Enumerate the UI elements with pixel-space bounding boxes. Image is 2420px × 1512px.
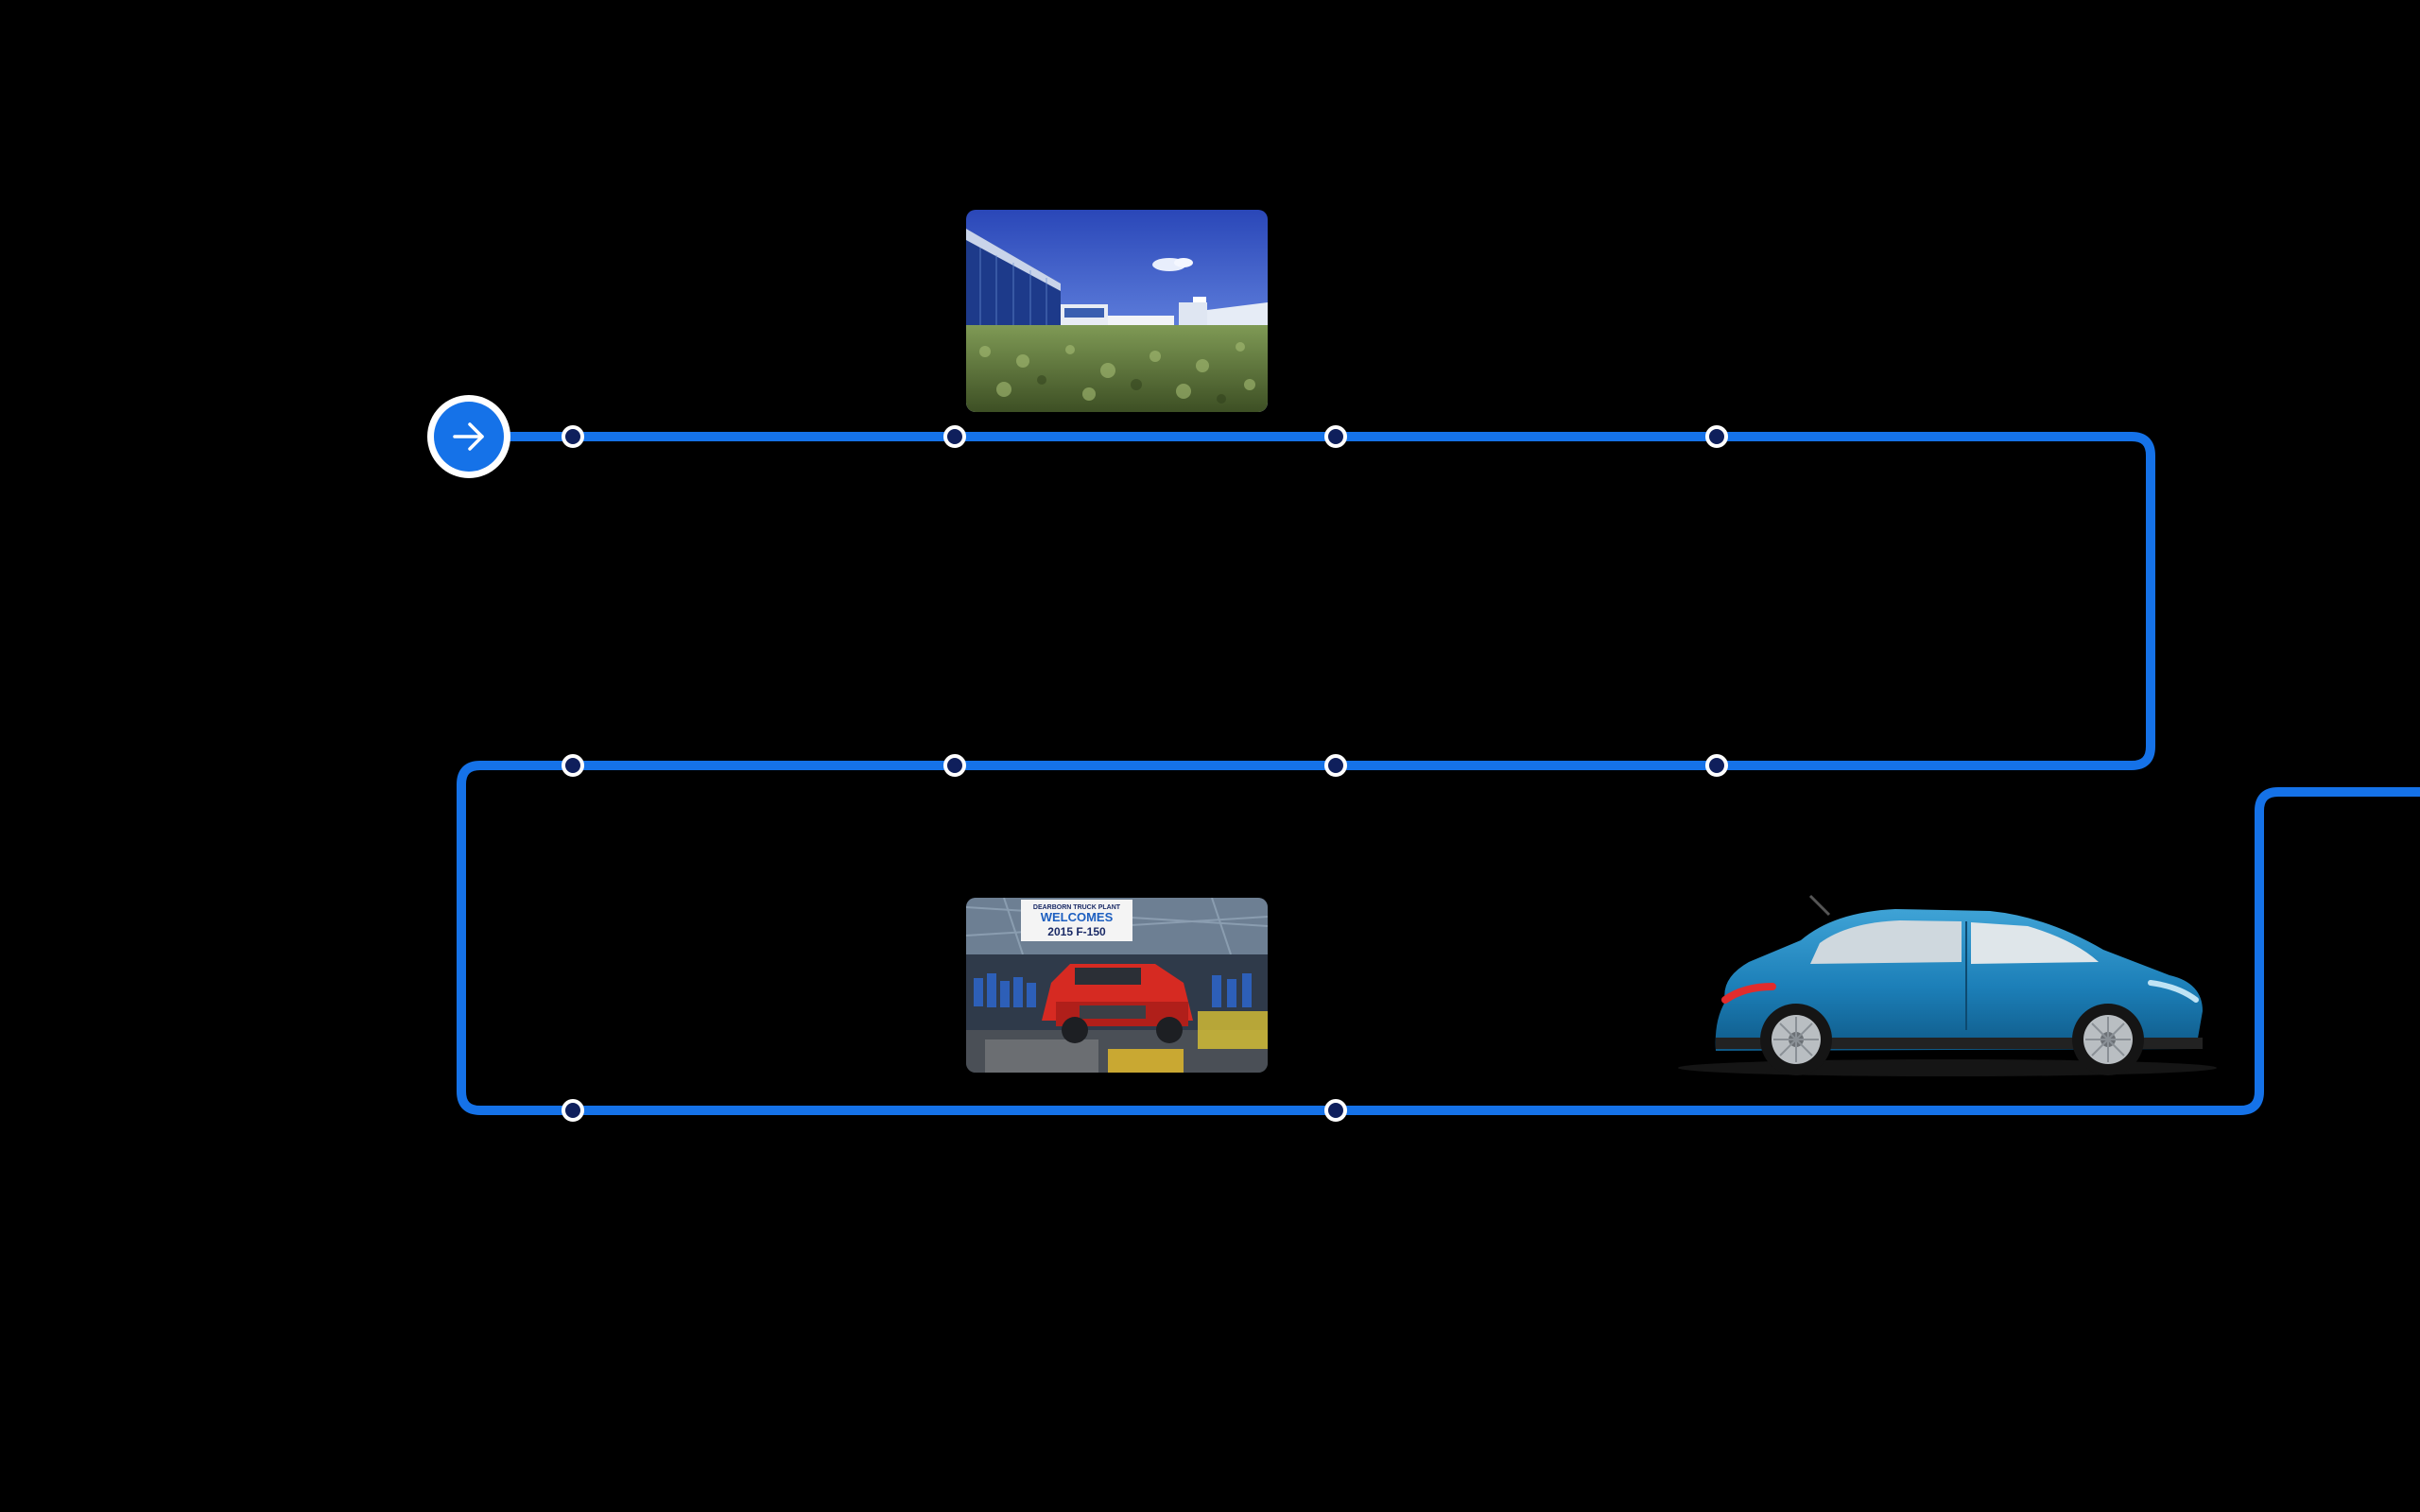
timeline-stop-row-1-4[interactable]	[1705, 425, 1728, 448]
timeline-stop-row-2-1[interactable]	[562, 754, 584, 777]
timeline-stop-row-3-1[interactable]	[562, 1099, 584, 1122]
start-button-fill	[434, 402, 504, 472]
building-photo-image	[966, 210, 1268, 412]
banner-line-2: WELCOMES	[1041, 910, 1114, 924]
timeline-stop-row-1-2[interactable]	[943, 425, 966, 448]
timeline-stop-row-1-1[interactable]	[562, 425, 584, 448]
timeline-stop-row-3-2[interactable]	[1324, 1099, 1347, 1122]
timeline-track-line	[457, 432, 2420, 1115]
start-button[interactable]	[427, 395, 510, 478]
blue-hatchback-image	[1678, 894, 2217, 1076]
photo-building-green-roof[interactable]	[966, 210, 1268, 412]
timeline-stop-row-2-3[interactable]	[1324, 754, 1347, 777]
photo-blue-hatchback[interactable]	[1678, 888, 2221, 1082]
timeline-stop-row-2-2[interactable]	[943, 754, 966, 777]
timeline-stop-row-1-3[interactable]	[1324, 425, 1347, 448]
photo-truck-plant-f150[interactable]: DEARBORN TRUCK PLANT WELCOMES 2015 F-150	[966, 898, 1268, 1073]
truck-plant-photo-image: DEARBORN TRUCK PLANT WELCOMES 2015 F-150	[966, 898, 1268, 1073]
timeline-stop-row-2-4[interactable]	[1705, 754, 1728, 777]
banner-line-3: 2015 F-150	[1047, 925, 1106, 938]
banner-line-1: DEARBORN TRUCK PLANT	[1033, 904, 1121, 911]
arrow-right-icon	[453, 422, 484, 451]
